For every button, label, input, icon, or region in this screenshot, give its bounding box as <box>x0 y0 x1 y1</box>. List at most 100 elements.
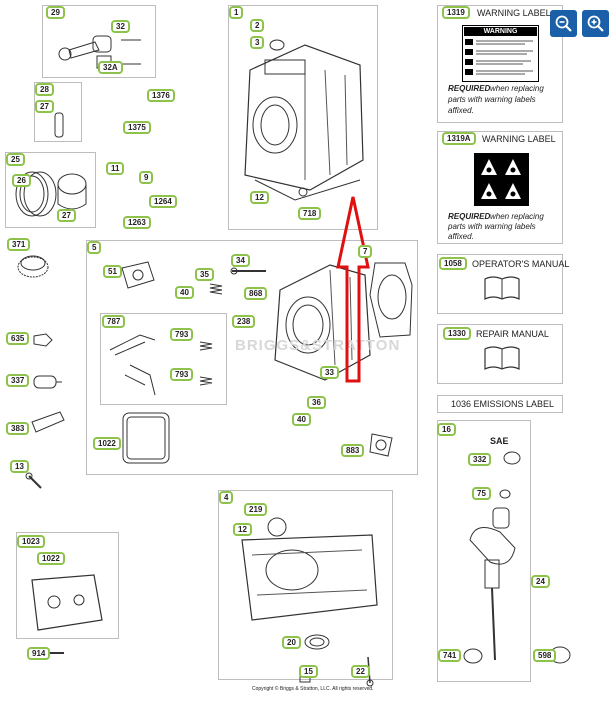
callout-793[interactable]: 793 <box>170 328 194 341</box>
callout-24[interactable]: 24 <box>531 575 550 588</box>
callout-1[interactable]: 1 <box>229 6 244 19</box>
piston-pin-drawing <box>54 112 64 138</box>
callout-1375[interactable]: 1375 <box>123 121 151 134</box>
callout-11[interactable]: 11 <box>106 162 125 175</box>
callout-15[interactable]: 15 <box>299 665 318 678</box>
crankshaft-drawing <box>463 451 571 664</box>
seal-drawing <box>304 634 330 650</box>
callout-383[interactable]: 383 <box>6 422 30 435</box>
piston-drawing <box>15 171 87 217</box>
solenoid-drawing <box>33 375 62 389</box>
callout-36[interactable]: 36 <box>307 396 326 409</box>
callout-1319[interactable]: 1319 <box>442 6 470 19</box>
sensor-drawing <box>33 333 53 347</box>
callout-718[interactable]: 718 <box>298 207 322 220</box>
callout-1022b[interactable]: 1022 <box>37 552 65 565</box>
warning-a-required-line3: affixed. <box>448 232 474 241</box>
book-icon <box>484 346 520 370</box>
warning-triangles-icon <box>481 159 521 199</box>
callout-793b[interactable]: 793 <box>170 368 194 381</box>
callout-22[interactable]: 22 <box>351 665 370 678</box>
callout-27b[interactable]: 27 <box>57 209 76 222</box>
callout-2[interactable]: 2 <box>250 19 265 32</box>
callout-219[interactable]: 219 <box>244 503 268 516</box>
warning-required-line2: parts with warning labels <box>448 95 536 104</box>
warning-sign: WARNING <box>462 25 539 82</box>
warning-icons-sign <box>474 153 529 206</box>
callout-1376[interactable]: 1376 <box>147 89 175 102</box>
zoom-in-icon <box>587 15 604 32</box>
callout-33[interactable]: 33 <box>320 366 339 379</box>
breather-drawing <box>31 411 65 433</box>
panel-warning-label-a <box>437 131 563 244</box>
callout-332[interactable]: 332 <box>468 453 492 466</box>
callout-1264[interactable]: 1264 <box>149 195 177 208</box>
sae-text: SAE <box>490 436 509 446</box>
callout-337[interactable]: 337 <box>6 374 30 387</box>
panel-connecting-rod <box>42 5 156 78</box>
valve-cover-drawing <box>31 574 103 631</box>
callout-914[interactable]: 914 <box>27 647 51 660</box>
callout-4[interactable]: 4 <box>219 491 234 504</box>
warning-sign-title: WARNING <box>464 27 537 36</box>
screw-drawing <box>50 652 64 654</box>
warning-a-required-rest: when replacing <box>490 212 544 221</box>
callout-1330[interactable]: 1330 <box>443 327 471 340</box>
callout-32a[interactable]: 32A <box>98 61 123 74</box>
callout-787[interactable]: 787 <box>102 315 126 328</box>
callout-1023[interactable]: 1023 <box>17 535 45 548</box>
callout-35[interactable]: 35 <box>195 268 214 281</box>
crankcase-drawing <box>274 262 413 381</box>
zoom-out-button[interactable] <box>550 10 577 37</box>
callout-13[interactable]: 13 <box>10 460 29 473</box>
watermark-text: BRIGGS&STRATTON <box>235 337 401 354</box>
copyright-text: Copyright © Briggs & Stratton, LLC. All … <box>252 686 374 692</box>
panel-crankshaft <box>437 420 531 682</box>
callout-34[interactable]: 34 <box>231 254 250 267</box>
callout-32[interactable]: 32 <box>111 20 130 33</box>
panel-valve-cover <box>16 532 119 639</box>
callout-5[interactable]: 5 <box>87 241 102 254</box>
valve-drawing <box>109 334 156 396</box>
callout-28[interactable]: 28 <box>35 83 54 96</box>
callout-51[interactable]: 51 <box>103 265 122 278</box>
callout-7[interactable]: 7 <box>358 245 373 258</box>
dipstick-drawing <box>230 267 266 275</box>
warning-a-required-line2: parts with warning labels <box>448 222 536 231</box>
callout-741[interactable]: 741 <box>438 649 462 662</box>
callout-16[interactable]: 16 <box>437 423 456 436</box>
warning-label-a-title: WARNING LABEL <box>482 134 556 144</box>
zoom-in-button[interactable] <box>582 10 609 37</box>
callout-29[interactable]: 29 <box>46 6 65 19</box>
panel-piston-pin <box>34 82 82 142</box>
callout-27[interactable]: 27 <box>35 100 54 113</box>
warning-a-required-bold: REQUIRED <box>448 212 491 221</box>
callout-1319a[interactable]: 1319A <box>442 132 476 145</box>
callout-40[interactable]: 40 <box>175 286 194 299</box>
callout-12b[interactable]: 12 <box>233 523 252 536</box>
operators-manual-title: OPERATOR'S MANUAL <box>472 259 570 269</box>
callout-75[interactable]: 75 <box>472 487 491 500</box>
callout-1058[interactable]: 1058 <box>439 257 467 270</box>
callout-371[interactable]: 371 <box>7 238 31 251</box>
spring-drawing <box>199 341 213 351</box>
callout-9[interactable]: 9 <box>139 171 154 184</box>
callout-1022[interactable]: 1022 <box>93 437 121 450</box>
callout-25[interactable]: 25 <box>6 153 25 166</box>
callout-238[interactable]: 238 <box>232 315 256 328</box>
panel-valve-assembly <box>100 313 227 405</box>
warning-label-title: WARNING LABEL <box>477 8 551 18</box>
book-icon <box>484 276 520 300</box>
callout-635[interactable]: 635 <box>6 332 30 345</box>
callout-20[interactable]: 20 <box>282 636 301 649</box>
callout-883[interactable]: 883 <box>341 444 365 457</box>
callout-12[interactable]: 12 <box>250 191 269 204</box>
callout-3[interactable]: 3 <box>250 36 265 49</box>
callout-26[interactable]: 26 <box>12 174 31 187</box>
callout-598[interactable]: 598 <box>533 649 557 662</box>
callout-40b[interactable]: 40 <box>292 413 311 426</box>
callout-1263[interactable]: 1263 <box>123 216 151 229</box>
callout-868[interactable]: 868 <box>244 287 268 300</box>
cylinder-head-drawing <box>244 44 364 201</box>
gasket-ring-drawing <box>269 39 285 51</box>
